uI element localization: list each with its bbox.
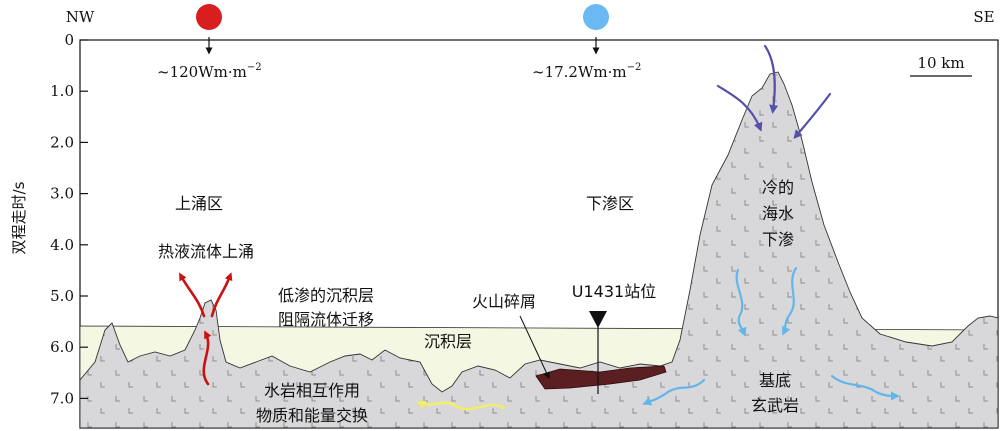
heat-flow-right-value: ~17.2Wm·m−2 [532,62,641,81]
seawater-arrow-3 [793,92,832,140]
nw-label: NW [66,8,95,26]
cold-seawater-label-1: 冷的 [762,178,794,197]
scale-bar: 10 km [910,54,972,77]
y-tick-label: 3.0 [50,185,74,203]
downwelling-arrow-2 [782,266,798,336]
y-tick-label: 7.0 [50,389,74,407]
y-tick-label: 0 [64,31,74,49]
heat-flow-left: ~120Wm·m−2 [157,4,262,81]
basalt-basement [80,71,998,428]
heat-flow-left-dot [196,4,222,30]
drill-site-marker [589,311,607,394]
heat-flow-left-value: ~120Wm·m−2 [157,62,262,81]
seawater-arrow-2 [763,44,779,114]
upwelling-zone-label: 上涌区 [175,194,223,213]
y-tick-label: 4.0 [50,236,74,254]
y-tick-label: 1.0 [50,82,74,100]
downwelling-arrow-3 [642,378,706,406]
exchange-label: 物质和能量交换 [256,406,368,425]
y-tick-label: 6.0 [50,338,74,356]
y-tick-label: 2.0 [50,133,74,151]
downwelling-zone-label: 下渗区 [586,194,634,213]
hydrothermal-upwelling-label: 热液流体上涌 [158,242,254,261]
heat-flow-right-dot [583,4,609,30]
y-axis-label: 双程走时/s [10,181,28,254]
cold-seawater-label-3: 下渗 [762,230,794,249]
barrier-label: 阻隔流体迁移 [278,310,374,329]
downwelling-arrow-4 [830,374,900,401]
se-label: SE [973,8,994,26]
low-perm-sediment-label: 低渗的沉积层 [278,286,374,305]
seawater-arrow-1 [716,84,763,132]
downwelling-arrow-1 [735,268,747,337]
y-tick-label: 5.0 [50,287,74,305]
water-rock-interaction-label: 水岩相互作用 [264,381,360,400]
site-label: U1431站位 [572,282,656,301]
basement-label-2: 玄武岩 [751,396,799,415]
upwelling-arrow-2 [179,272,206,318]
scale-bar-label: 10 km [917,54,964,72]
sediment-label: 沉积层 [424,332,472,351]
heat-flow-right: ~17.2Wm·m−2 [532,4,641,81]
basement-label-1: 基底 [759,371,791,390]
volcanic-debris-layer [535,365,667,390]
cold-seawater-label-2: 海水 [762,204,794,223]
water-rock-arrow [416,400,506,411]
volcanic-debris-leader [519,315,550,380]
y-axis: 双程走时/s 0 1.0 2.0 3.0 4.0 5.0 6.0 7.0 [10,31,88,407]
upwelling-arrow-3 [210,272,233,318]
upwelling-arrow-1 [202,330,212,386]
volcanic-debris-label: 火山碎屑 [472,292,536,311]
